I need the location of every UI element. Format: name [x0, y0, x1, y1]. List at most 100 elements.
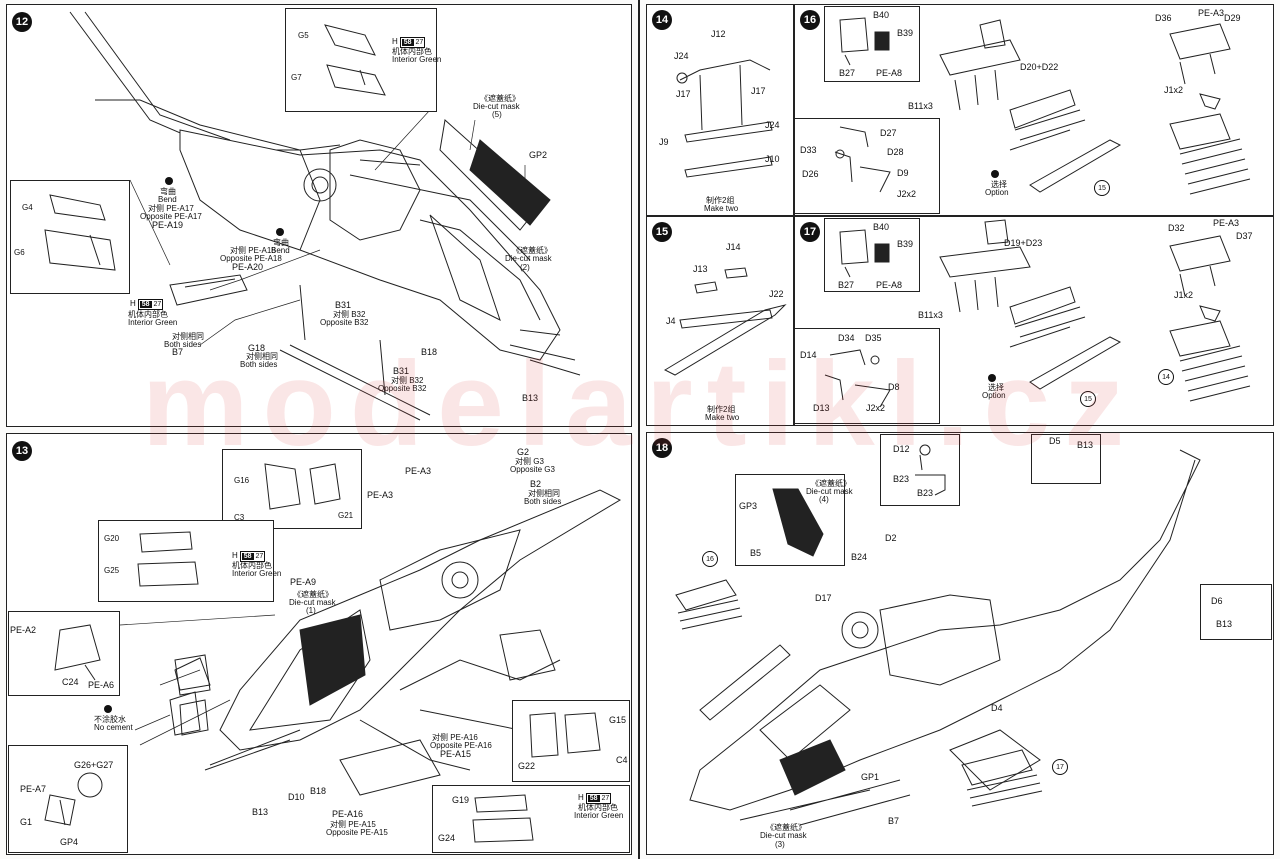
step-15-panel	[646, 216, 794, 426]
step-13-inset-g16-drawing	[264, 463, 341, 510]
interior-green-b: Interior Green	[128, 318, 178, 327]
step-17-pylon-drawing	[1169, 235, 1251, 402]
label-b13-13: B13	[252, 807, 269, 817]
label-pea7: PE-A7	[20, 784, 47, 794]
label-j24-a: J24	[674, 51, 689, 61]
step-12-badge: 12	[12, 12, 32, 32]
label-b18: B18	[421, 347, 438, 357]
label-j2-17: J2x2	[866, 403, 886, 413]
opposite-b32-cn-b: 对侧 B32	[391, 376, 424, 385]
option-cn-17: 选择	[988, 383, 1004, 392]
label-g19: G19	[452, 795, 470, 805]
step-18-inset-d5	[1031, 434, 1101, 484]
opposite-b32-b: Opposite B32	[378, 384, 427, 393]
label-g1: G1	[20, 817, 33, 827]
b2-both-sides: Both sides	[524, 497, 562, 506]
label-gp3: GP3	[739, 501, 758, 511]
label-b27-17: B27	[838, 280, 855, 290]
opposite-pea16-cn: 对侧 PE-A16	[432, 733, 478, 742]
label-g24: G24	[438, 833, 456, 843]
option-cn-16: 选择	[991, 180, 1007, 189]
step-13-inset-g19-g24	[432, 785, 630, 853]
step-18-stub-wing-right-drawing	[961, 749, 1043, 807]
label-pea2: PE-A2	[10, 625, 37, 635]
step-17-badge: 17	[800, 222, 820, 242]
label-d6: D6	[1211, 596, 1223, 606]
interior-green-cn-d: 机体内部色	[578, 803, 618, 812]
make-two-14: Make two	[704, 204, 739, 213]
center-divider	[638, 0, 640, 859]
interior-green-cn-c: 机体内部色	[232, 561, 272, 570]
label-d35: D35	[865, 333, 882, 343]
label-b31-b: B31	[393, 366, 410, 376]
label-b13-b: B13	[1216, 619, 1233, 629]
step-12-pe-a20-part	[169, 274, 248, 306]
ref-16-marker-18: 16	[702, 551, 718, 567]
ref-17-marker-18: 17	[1052, 759, 1068, 775]
both-sides: Both sides	[164, 340, 202, 349]
step-13-inset-pea2	[8, 611, 120, 696]
label-d2: D2	[885, 533, 897, 543]
label-b11-17: B11x3	[918, 310, 943, 320]
label-pea6: PE-A6	[88, 680, 115, 690]
no-cement: No cement	[94, 723, 133, 732]
label-d14: D14	[800, 350, 817, 360]
label-d4: D4	[991, 703, 1003, 713]
label-j22: J22	[769, 289, 784, 299]
label-g4: G4	[22, 203, 33, 212]
opposite-pea18: Opposite PE-A18	[220, 254, 282, 263]
step-18-badge: 18	[652, 438, 672, 458]
label-d19-d23: D19+D23	[1004, 238, 1043, 248]
label-pea8-17: PE-A8	[876, 280, 903, 290]
label-pea15: PE-A15	[440, 749, 472, 759]
step-16-inset-b40	[824, 6, 920, 82]
bend-2: Bend	[271, 246, 290, 255]
g18-both-sides-cn: 对侧相同	[246, 352, 278, 361]
mask4-num: (4)	[819, 495, 829, 504]
option-17: Option	[982, 391, 1006, 400]
label-c4: C4	[616, 755, 628, 765]
label-d34: D34	[838, 333, 855, 343]
step-18-inset-gp3-drawing	[772, 488, 824, 557]
label-g25: G25	[104, 566, 120, 575]
label-d28: D28	[887, 147, 904, 157]
opposite-g3-cn: 对侧 G3	[515, 457, 544, 466]
label-b40-16: B40	[873, 10, 890, 20]
step-15-badge: 15	[652, 222, 672, 242]
mask4-cn: 《遮蓋纸》	[811, 479, 851, 488]
mask5: Die-cut mask	[473, 102, 520, 111]
no-cement-cn: 不涂胶水	[94, 715, 126, 724]
label-gp1: GP1	[861, 772, 880, 782]
label-b13: B13	[522, 393, 539, 403]
label-pea3-a: PE-A3	[405, 466, 432, 476]
step-18-inset-d12-drawing	[915, 444, 946, 496]
step-13-inset-g19-drawing	[472, 794, 534, 843]
label-j12: J12	[711, 29, 726, 39]
label-gp2: GP2	[529, 150, 548, 160]
bend-symbol-1	[165, 177, 173, 185]
label-d8: D8	[888, 382, 900, 392]
both-sides-cn: 对侧相同	[172, 332, 204, 341]
interior-green-cn-a: 机体内部色	[392, 47, 432, 56]
label-c3: C3	[234, 513, 245, 522]
step-13-inset-g20-g25-drawing	[137, 531, 199, 587]
label-b5: B5	[750, 548, 762, 558]
step-16-stub-wing-drawing	[939, 19, 1122, 193]
label-pea3-16: PE-A3	[1198, 8, 1225, 18]
mask1-cn: 《遮蓋纸》	[293, 590, 333, 599]
label-j9: J9	[659, 137, 669, 147]
step-13-inset-g15-drawing	[529, 712, 601, 758]
bend-cn-2: 弯曲	[273, 238, 289, 247]
label-c24: C24	[62, 677, 79, 687]
label-gp4: GP4	[60, 837, 79, 847]
mask3-num: (3)	[775, 840, 785, 849]
step-12-helicopter-drawing	[69, 11, 581, 421]
label-g21: G21	[338, 511, 354, 520]
label-g16: G16	[234, 476, 250, 485]
step-16-badge: 16	[800, 10, 820, 30]
opposite-pea18-cn: 对侧 PE-A18	[230, 246, 276, 255]
step-18-helicopter-drawing	[689, 449, 1201, 826]
